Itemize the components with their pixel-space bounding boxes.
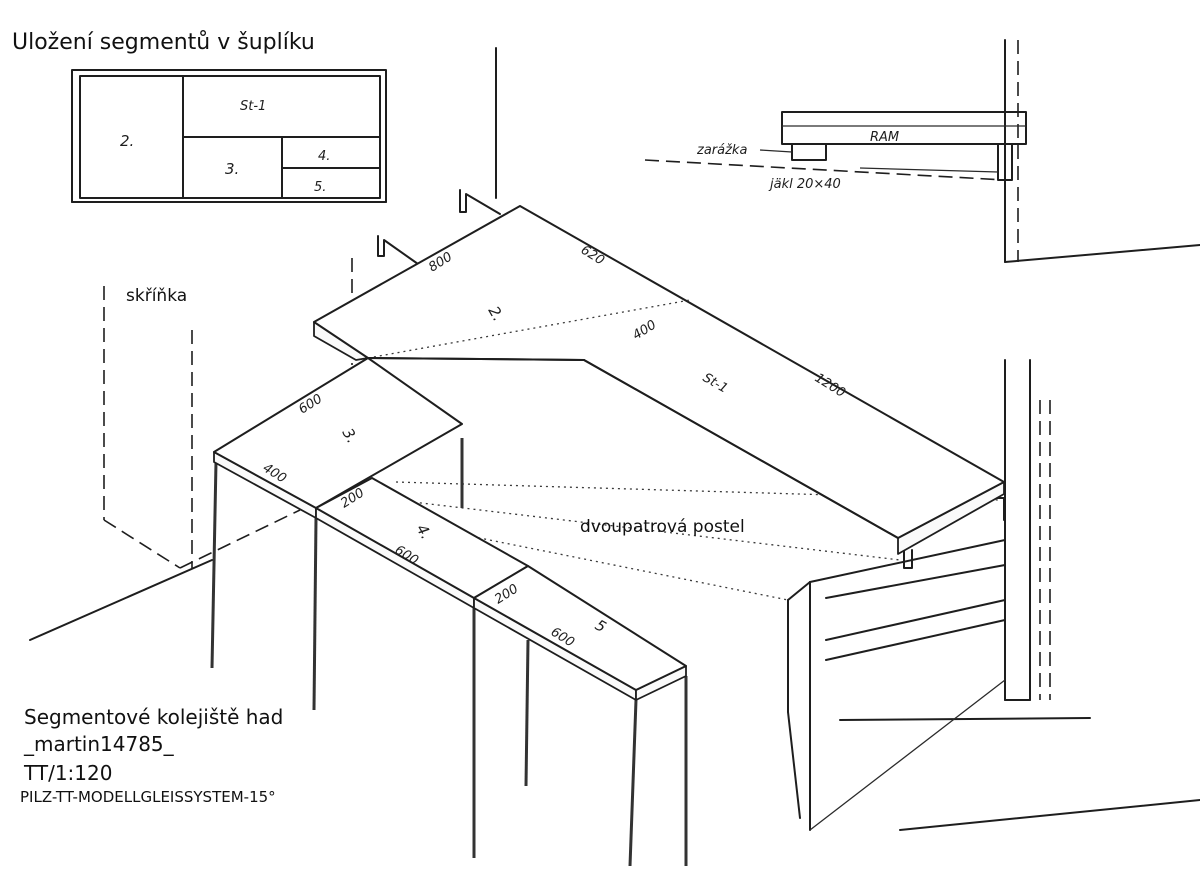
drawer-diagram: 2. St-1 3. 4. 5.: [71, 69, 387, 203]
scale-label: TT/1:120: [24, 761, 113, 785]
segment-3: 600 3. 400: [213, 357, 463, 519]
frame-label: RAM: [870, 130, 899, 145]
drawer-label-seg3: 3.: [225, 160, 239, 178]
track-system-label: PILZ-TT-MODELLGLEISSYSTEM-15°: [20, 788, 276, 806]
drawer-label-seg5: 5.: [314, 180, 326, 195]
segment-5: 200 5 600: [473, 565, 687, 701]
room-lines: [29, 39, 1200, 831]
drawer-label-st1: St-1: [240, 99, 266, 114]
segment-2-and-st1: 800 620 2. 400 St-1 1200: [313, 205, 1005, 555]
table-legs: [210, 438, 688, 867]
frame-detail: RAM zarážka jäkl 20×40: [644, 111, 1027, 192]
segment-4: 200 4. 600: [315, 477, 529, 609]
angle-label: jäkl 20×40: [768, 177, 841, 192]
cabinet-label: skříňka: [126, 286, 188, 306]
author-name: _martin14785_: [24, 732, 174, 756]
drawer-label-seg2: 2.: [120, 132, 134, 150]
layout-title: Segmentové kolejiště had: [24, 705, 284, 729]
drawer-storage-title: Uložení segmentů v šuplíku: [12, 30, 315, 55]
stop-label: zarážka: [696, 143, 747, 158]
bed-label: dvoupatrová postel: [580, 517, 745, 537]
drawer-label-seg4: 4.: [318, 149, 330, 164]
